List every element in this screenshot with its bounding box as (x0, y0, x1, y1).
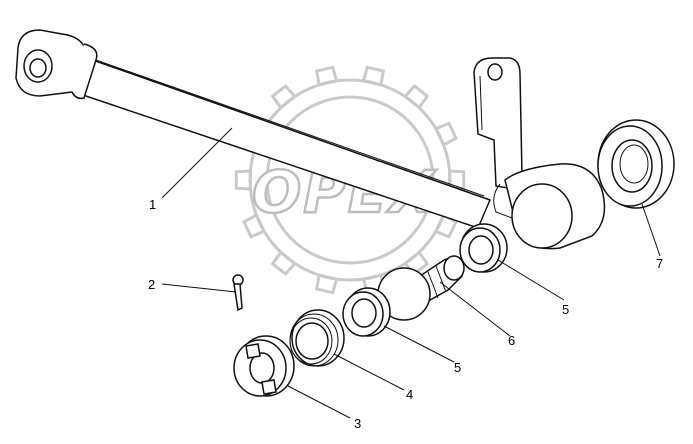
leader-2 (161, 283, 237, 293)
callout-3: 3 (354, 416, 361, 431)
nut-slot-top (245, 343, 261, 359)
part-2-cotter-pin (232, 274, 244, 312)
spring-bore (295, 322, 329, 360)
watermark-gear-tooth (314, 273, 339, 295)
bracket-hole (487, 63, 503, 81)
ball-pin-threads (427, 265, 447, 299)
callout-1: 1 (149, 197, 156, 212)
housing-face (511, 183, 573, 249)
callout-7: 7 (656, 256, 663, 271)
callout-2: 2 (148, 277, 155, 292)
callout-5-upper: 5 (562, 302, 569, 317)
eye-bore-inner (29, 58, 47, 78)
part-socket-housing (493, 163, 606, 250)
ring-7-inner-edge (619, 144, 649, 184)
leader-6 (439, 281, 511, 337)
housing-neck (493, 183, 513, 219)
cylinder-collar (71, 43, 98, 100)
watermark-gear-tooth (270, 250, 298, 277)
watermark-gear-tooth (270, 83, 298, 110)
leader-5-upper (497, 259, 565, 301)
part-7-outer-ring (597, 119, 675, 209)
spring-coil-2 (289, 317, 333, 365)
callout-6: 6 (508, 333, 515, 348)
ring-7-bore (611, 139, 653, 193)
washer-5b-bore (351, 298, 377, 328)
callout-4: 4 (406, 387, 413, 402)
leader-4 (333, 353, 405, 391)
watermark-gear-tooth (314, 65, 339, 87)
leader-1 (161, 127, 233, 199)
part-3-slotted-nut (233, 335, 295, 397)
part-1-cylinder (15, 29, 492, 229)
callout-labels: 1 2 3 4 5 5 6 7 (148, 197, 663, 431)
part-4-spring (289, 309, 345, 367)
part-6-ball-pin (377, 255, 465, 321)
part-5-lower-washer (342, 287, 391, 337)
part-bracket-plate (473, 57, 523, 189)
leader-7 (641, 203, 661, 257)
leader-5-lower (383, 325, 455, 363)
leader-3 (287, 385, 351, 419)
callout-5-lower: 5 (454, 360, 461, 375)
watermark-gear-tooth (448, 169, 466, 191)
watermark-gear-tooth (433, 121, 458, 147)
washer-5a-bore (468, 235, 494, 265)
watermark-gear-tooth (234, 169, 252, 191)
part-5-upper-washer (459, 223, 508, 273)
leader-lines (161, 127, 661, 419)
bracket-edge (479, 75, 483, 131)
nut-slot-bottom (261, 379, 277, 395)
cylinder-highlight (89, 57, 485, 197)
cotter-pin-legs (233, 283, 243, 312)
watermark-gear-tooth (361, 65, 386, 87)
watermark-gear-tooth (402, 83, 430, 110)
watermark-gear-tooth (242, 213, 267, 239)
ball-pin-end (443, 255, 465, 281)
